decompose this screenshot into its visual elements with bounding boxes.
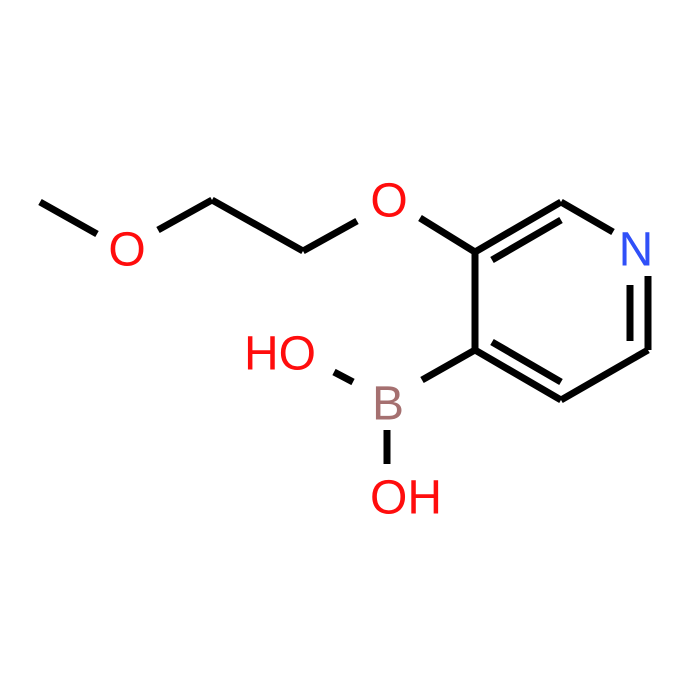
atom-oh-upper: HO <box>244 328 316 381</box>
bond-methyl-o <box>38 198 99 238</box>
atom-o-methoxy: O <box>108 224 145 277</box>
bond-c3-c2 <box>473 198 563 256</box>
bond-o-c3 <box>418 215 477 255</box>
bond-c4-b <box>420 346 477 384</box>
bond-c6-c5 <box>559 346 650 404</box>
atom-o-ether: O <box>370 175 407 228</box>
bond-b-oh-upper <box>332 368 355 386</box>
bond-ch2-ch2 <box>210 196 305 255</box>
atom-b: B <box>372 378 404 431</box>
bond-ch2-o <box>301 217 359 255</box>
bond-c3-c2-inner <box>490 216 563 264</box>
bond-c5-c4 <box>473 346 563 404</box>
bond-c5-c4-inner <box>490 338 563 386</box>
atom-oh-lower: OH <box>370 472 442 525</box>
bond-c2-n <box>559 198 615 236</box>
atom-n-ring: N <box>619 224 654 277</box>
bond-o-ch2 <box>156 196 214 234</box>
